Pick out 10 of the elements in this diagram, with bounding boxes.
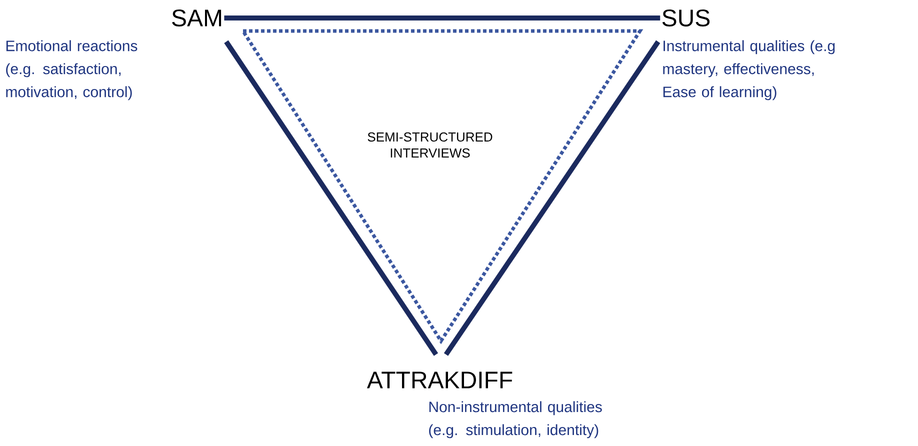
method-label: SUS	[662, 10, 710, 26]
interview-label: SEMI-STRUCTURED INTERVIEWS	[368, 132, 492, 158]
description-text: Emotional reactions (e.g. satisfaction, motivation, control)	[6, 40, 138, 100]
connector-line	[224, 40, 438, 356]
description-text: Instrumental qualities (e.g mastery, effectiveness, Ease of learning)	[663, 40, 835, 100]
connector-line	[224, 16, 660, 20]
method-label: SAM	[172, 10, 222, 26]
connector-line	[444, 40, 660, 356]
method-label: ATTRAKDIFF	[366, 372, 512, 388]
description-text: Non-instrumental qualities (e.g. stimulation, identity)	[429, 401, 602, 438]
